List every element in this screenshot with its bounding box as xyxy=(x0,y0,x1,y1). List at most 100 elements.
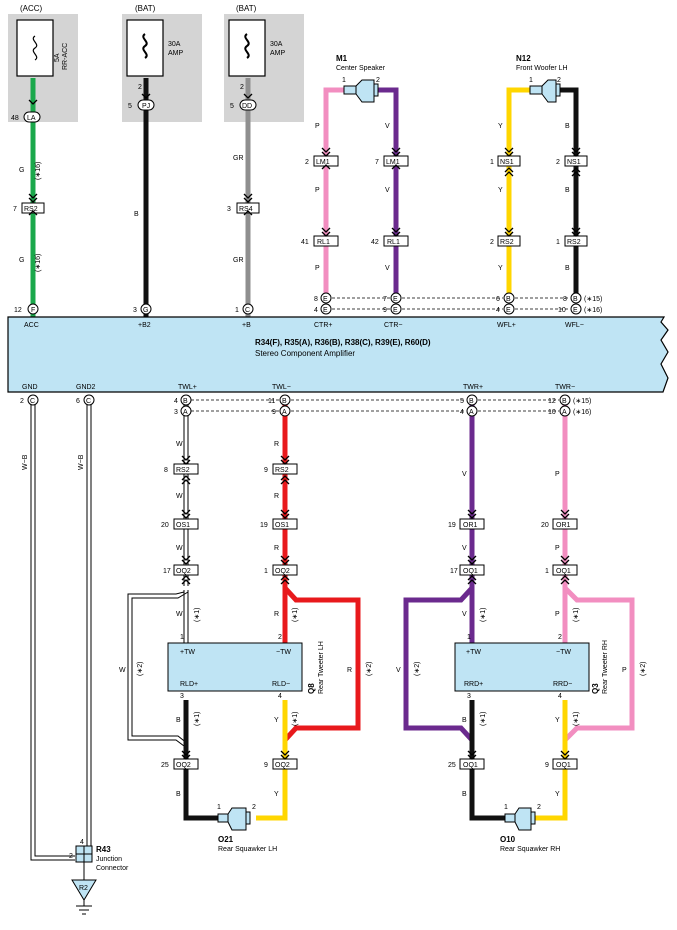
svg-text:R: R xyxy=(274,545,279,552)
pin-twr-minus: 12 B 10 A (∗15) (∗16) xyxy=(548,394,591,417)
svg-text:7: 7 xyxy=(13,206,17,213)
svg-text:(∗1): (∗1) xyxy=(480,608,487,622)
svg-text:TWR+: TWR+ xyxy=(463,384,483,391)
svg-text:P: P xyxy=(555,611,560,618)
svg-text:B: B xyxy=(565,265,570,272)
svg-text:AMP: AMP xyxy=(168,50,184,57)
svg-text:Q8: Q8 xyxy=(307,683,316,694)
svg-text:(∗2): (∗2) xyxy=(137,662,144,676)
svg-text:P: P xyxy=(315,265,320,272)
svg-text:RLD−: RLD− xyxy=(272,681,290,688)
svg-text:1: 1 xyxy=(235,307,239,314)
svg-text:E: E xyxy=(393,307,398,314)
svg-text:12: 12 xyxy=(14,307,22,314)
pin-gnd2: 6 C xyxy=(76,394,95,406)
svg-text:R: R xyxy=(347,667,352,674)
conn-lm1-p: 2 LM1 xyxy=(305,155,339,167)
conn-or1-v: 19 OR1 xyxy=(448,518,485,530)
svg-text:41: 41 xyxy=(301,239,309,246)
svg-text:B: B xyxy=(462,717,467,724)
rear-squawker-lh: 1 2 O21 Rear Squawker LH xyxy=(217,804,277,853)
svg-text:(∗1): (∗1) xyxy=(292,608,299,622)
svg-text:2: 2 xyxy=(537,804,541,811)
inline-connectors-top: 7 RS2 3 RS4 2 LM1 7 LM1 41 RL1 42 RL1 xyxy=(13,155,588,247)
svg-text:3: 3 xyxy=(133,307,137,314)
svg-text:TWL−: TWL− xyxy=(272,384,291,391)
svg-text:G: G xyxy=(19,257,24,264)
svg-text:OR1: OR1 xyxy=(556,522,571,529)
svg-text:(ACC): (ACC) xyxy=(20,4,43,13)
svg-text:F: F xyxy=(31,307,35,314)
svg-text:+B2: +B2 xyxy=(138,322,151,329)
conn-la: 48 LA xyxy=(11,111,41,123)
svg-text:A: A xyxy=(183,409,188,416)
svg-text:RLD+: RLD+ xyxy=(180,681,198,688)
wire-wfl-minus-black xyxy=(560,87,579,298)
svg-text:TWL+: TWL+ xyxy=(178,384,197,391)
svg-text:E: E xyxy=(393,296,398,303)
svg-text:Y: Y xyxy=(498,187,503,194)
rear-squawker-rh: 1 2 O10 Rear Squawker RH xyxy=(500,804,560,853)
svg-text:2: 2 xyxy=(240,84,244,91)
svg-text:1: 1 xyxy=(490,159,494,166)
svg-text:8: 8 xyxy=(563,296,567,303)
svg-text:7: 7 xyxy=(383,296,387,303)
svg-text:OQ2: OQ2 xyxy=(176,568,191,575)
svg-text:OQ1: OQ1 xyxy=(463,762,478,769)
svg-text:G: G xyxy=(19,167,24,174)
svg-text:B: B xyxy=(183,398,188,405)
svg-text:NS1: NS1 xyxy=(567,159,581,166)
svg-text:Rear Tweeter LH: Rear Tweeter LH xyxy=(318,641,325,694)
svg-text:2: 2 xyxy=(138,84,142,91)
svg-text:RR-ACC: RR-ACC xyxy=(62,43,69,70)
svg-text:RS2: RS2 xyxy=(24,206,38,213)
wire-twl-plus-white xyxy=(127,400,189,760)
svg-text:CTR−: CTR− xyxy=(384,322,402,329)
svg-text:Rear Squawker LH: Rear Squawker LH xyxy=(218,846,277,853)
svg-text:GR: GR xyxy=(233,257,244,264)
svg-text:+TW: +TW xyxy=(180,649,195,656)
svg-text:RS4: RS4 xyxy=(239,206,253,213)
svg-text:1: 1 xyxy=(180,634,184,641)
pin-wfl-minus: 8 B 10 E (∗15) (∗16) xyxy=(558,292,602,315)
svg-text:LA: LA xyxy=(27,115,36,122)
svg-text:19: 19 xyxy=(260,522,268,529)
svg-text:3: 3 xyxy=(174,409,178,416)
svg-text:5: 5 xyxy=(460,398,464,405)
svg-text:4: 4 xyxy=(558,693,562,700)
conn-rs2-b: 1 RS2 xyxy=(556,235,588,247)
pin-twl-minus: 11 B 9 A xyxy=(268,394,291,417)
svg-text:10: 10 xyxy=(558,307,566,314)
conn-oq2-y: 9 OQ2 xyxy=(264,758,298,770)
svg-text:9: 9 xyxy=(545,762,549,769)
conn-oq2-b: 25 OQ2 xyxy=(161,758,199,770)
svg-text:1: 1 xyxy=(467,634,471,641)
svg-text:RS2: RS2 xyxy=(176,467,190,474)
svg-text:WFL−: WFL− xyxy=(565,322,584,329)
svg-text:W: W xyxy=(176,493,183,500)
conn-rs2-acc: 7 RS2 xyxy=(13,202,45,214)
svg-text:2: 2 xyxy=(278,634,282,641)
amp-pins-top: 12 F 3 G 1 C 8 E 4 E 7 E 9 E xyxy=(14,292,602,315)
svg-text:2: 2 xyxy=(305,159,309,166)
svg-text:R2: R2 xyxy=(79,885,88,892)
svg-text:1: 1 xyxy=(529,77,533,84)
svg-text:V: V xyxy=(462,611,467,618)
ground-r2: R2 xyxy=(71,879,97,915)
pin-wfl-plus: 6 B 4 E xyxy=(496,292,515,315)
svg-text:B: B xyxy=(565,187,570,194)
svg-text:Rear Tweeter RH: Rear Tweeter RH xyxy=(602,640,609,694)
svg-text:4: 4 xyxy=(314,307,318,314)
svg-text:(∗16): (∗16) xyxy=(584,307,602,314)
svg-text:OQ1: OQ1 xyxy=(556,762,571,769)
svg-text:B: B xyxy=(573,296,578,303)
fuse-box-acc: (ACC) 5A RR-ACC xyxy=(8,4,78,122)
wire-rld-minus-yellow xyxy=(256,700,288,821)
svg-text:AMP: AMP xyxy=(270,50,286,57)
svg-text:−TW: −TW xyxy=(276,649,291,656)
svg-text:1: 1 xyxy=(556,239,560,246)
svg-text:R43: R43 xyxy=(96,845,111,854)
conn-oq1-y: 9 OQ1 xyxy=(545,758,578,770)
svg-text:6: 6 xyxy=(496,296,500,303)
